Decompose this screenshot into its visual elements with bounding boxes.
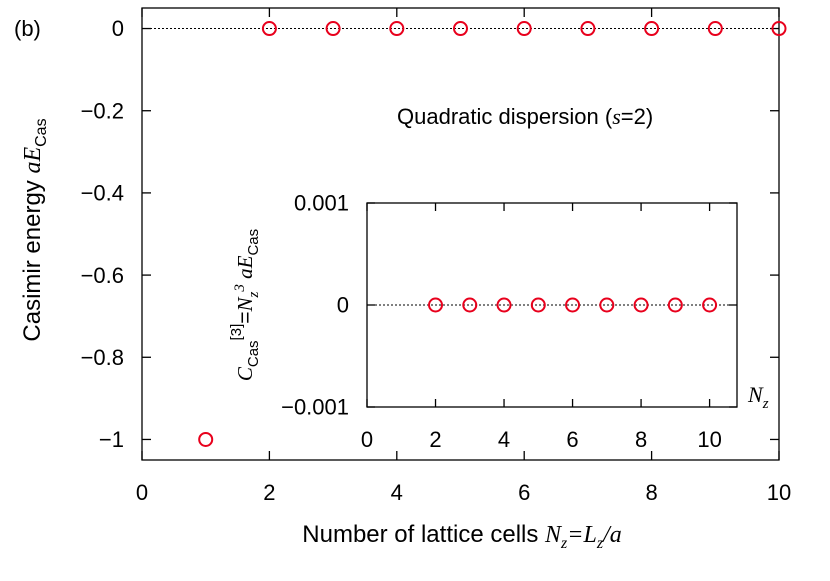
x-tick-label: 2	[263, 480, 275, 505]
data-point	[667, 297, 683, 313]
y-tick-label: −1	[99, 427, 124, 452]
data-point	[389, 21, 405, 37]
data-point	[198, 431, 214, 447]
x-label-text: Number of lattice cells	[302, 521, 545, 548]
data-point	[530, 297, 546, 313]
x-tick-label: 6	[518, 480, 530, 505]
inset-data-points	[428, 297, 718, 313]
annotation-s: s	[612, 104, 621, 129]
inset-ticks	[366, 202, 737, 408]
data-point	[644, 21, 660, 37]
x-tick-label: 0	[136, 480, 148, 505]
main-plot-frame	[141, 7, 780, 461]
y-tick-label: −0.8	[81, 345, 124, 370]
y-tick-label: 0.001	[294, 191, 349, 216]
data-point	[428, 297, 444, 313]
inset-chart: 0 2 4 6 8 10 0.001 0 −0.001 Nz CCas[3]=Nz3 aECas	[228, 191, 769, 452]
main-y-axis-label: Casimir energy aECas	[19, 118, 50, 341]
main-ticks	[141, 8, 780, 460]
x-tick-label: 6	[566, 427, 578, 452]
main-data-points	[198, 21, 787, 447]
data-point	[707, 21, 723, 37]
y-tick-label: −0.4	[81, 181, 124, 206]
y-tick-label: 0	[112, 16, 124, 41]
y-tick-label: −0.2	[81, 98, 124, 123]
annotation-eq: =2)	[621, 104, 653, 129]
data-point	[496, 297, 512, 313]
data-point	[516, 21, 532, 37]
main-chart: 0 2 4 6 8 10 0 −0.2 −0.4 −0.6 −0.8 −1 Quadratic dis…	[19, 7, 792, 552]
x-tick-label: 4	[498, 427, 510, 452]
data-point	[702, 297, 718, 313]
main-x-axis-label: Number of lattice cells Nz=Lz/a	[302, 521, 621, 552]
annotation-text: Quadratic dispersion (	[397, 104, 613, 129]
data-point	[453, 21, 468, 37]
data-point	[580, 21, 596, 37]
x-tick-label: 2	[429, 427, 441, 452]
x-tick-label: 10	[697, 427, 721, 452]
y-tick-label: −0.6	[81, 263, 124, 288]
x-tick-label: 4	[391, 480, 403, 505]
x-tick-label: 8	[645, 480, 657, 505]
data-point	[771, 21, 787, 37]
x-tick-label: 10	[767, 480, 791, 505]
y-tick-label: −0.001	[281, 395, 349, 420]
x-tick-label: 0	[361, 427, 373, 452]
inset-y-axis-label: CCas[3]=Nz3 aECas	[228, 229, 262, 381]
y-label-text: Casimir energy	[19, 174, 46, 342]
data-point	[633, 297, 649, 313]
data-point	[565, 297, 581, 313]
panel-label: (b)	[14, 16, 41, 41]
x-tick-label: 8	[635, 427, 647, 452]
main-tick-labels: 0 2 4 6 8 10 0 −0.2 −0.4 −0.6 −0.8 −1	[81, 16, 792, 505]
dispersion-annotation: Quadratic dispersion (s=2)	[397, 104, 653, 129]
data-point	[599, 297, 615, 313]
data-point	[325, 21, 341, 37]
x-label-nz: N	[544, 522, 563, 548]
y-tick-label: 0	[337, 293, 349, 318]
inset-x-axis-label: Nz	[747, 382, 769, 412]
data-point	[462, 297, 478, 313]
data-point	[261, 21, 277, 37]
inset-tick-labels: 0 2 4 6 8 10 0.001 0 −0.001	[281, 191, 722, 452]
